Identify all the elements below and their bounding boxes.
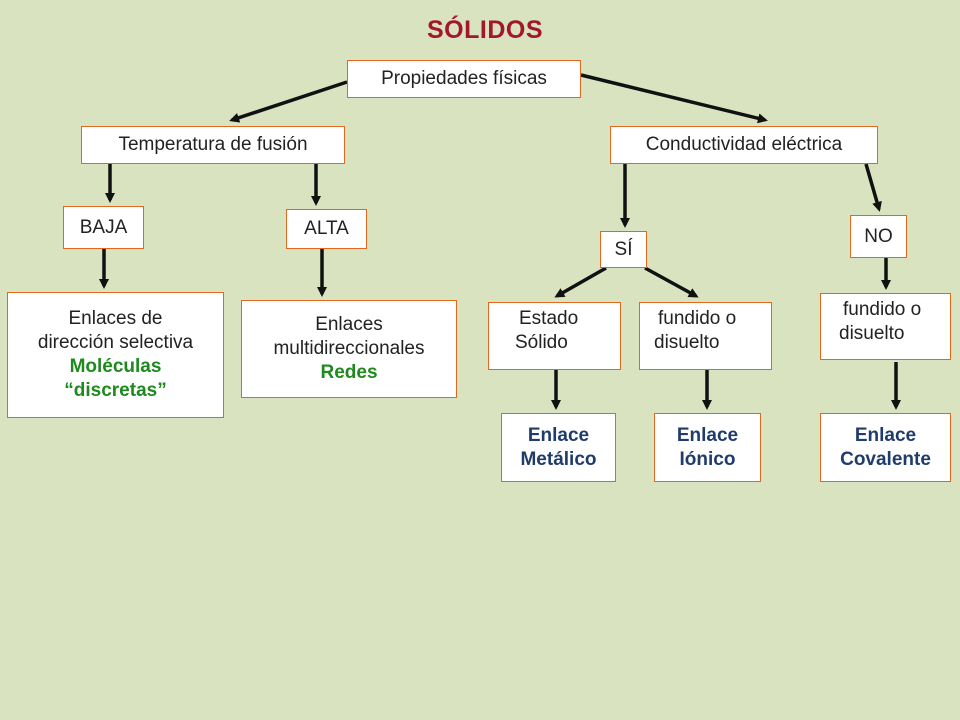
fundido-si-line1: fundido o (658, 308, 737, 329)
conductividad-node: Conductividad eléctrica (610, 126, 878, 164)
enlace-metalico-line1: Enlace (527, 424, 590, 446)
alta-result-line2: multidireccionales (273, 338, 425, 359)
enlace-metalico-line2: Metálico (520, 448, 597, 470)
baja-result-line4: “discretas” (64, 380, 167, 401)
si-node-label: SÍ (614, 238, 633, 260)
estado-solido-node: Estado Sólido (488, 302, 621, 370)
enlace-ionico-node: Enlace Iónico (654, 413, 761, 482)
enlace-ionico-line2: Iónico (679, 448, 736, 470)
enlace-ionico-line1: Enlace (676, 424, 739, 446)
alta-result-line1: Enlaces (315, 314, 383, 335)
arrow-root-to-temperatura (229, 80, 348, 123)
fundido-no-line1: fundido o (843, 299, 922, 320)
baja-node: BAJA (63, 206, 144, 249)
no-node: NO (850, 215, 907, 258)
enlace-metalico-node: Enlace Metálico (501, 413, 616, 482)
enlace-covalente-line2: Covalente (840, 448, 931, 470)
root-node-label: Propiedades físicas (381, 68, 547, 89)
estado-solido-line2: Sólido (515, 332, 568, 353)
fundido-no-node: fundido o disuelto (820, 293, 951, 360)
temperatura-node: Temperatura de fusión (81, 126, 345, 164)
enlace-covalente-line1: Enlace (854, 424, 917, 446)
arrow-si-to-fundido (644, 266, 699, 298)
alta-result-line3: Redes (320, 362, 378, 383)
fundido-no-line2: disuelto (839, 323, 905, 344)
diagram-title: SÓLIDOS (426, 16, 543, 44)
si-node: SÍ (600, 231, 647, 268)
baja-result-node: Enlaces de dirección selectiva Moléculas… (7, 292, 224, 418)
temperatura-node-label: Temperatura de fusión (118, 134, 308, 155)
alta-node: ALTA (286, 209, 367, 249)
no-node-label: NO (864, 225, 893, 247)
enlace-covalente-node: Enlace Covalente (820, 413, 951, 482)
baja-result-line1: Enlaces de (68, 308, 163, 329)
baja-result-line3: Moléculas (69, 356, 162, 377)
arrow-conductividad-to-no (864, 163, 882, 212)
estado-solido-line1: Estado (519, 308, 579, 329)
arrow-si-to-estado-solido (554, 266, 607, 298)
baja-result-line2: dirección selectiva (37, 332, 194, 353)
alta-result-node: Enlaces multidireccionales Redes (241, 300, 457, 398)
alta-node-label: ALTA (304, 218, 349, 239)
arrow-root-to-conductividad (580, 73, 768, 124)
fundido-si-node: fundido o disuelto (639, 302, 772, 370)
root-node: Propiedades físicas (347, 60, 581, 98)
conductividad-node-label: Conductividad eléctrica (645, 134, 843, 155)
baja-node-label: BAJA (79, 216, 128, 238)
fundido-si-line2: disuelto (654, 332, 720, 353)
